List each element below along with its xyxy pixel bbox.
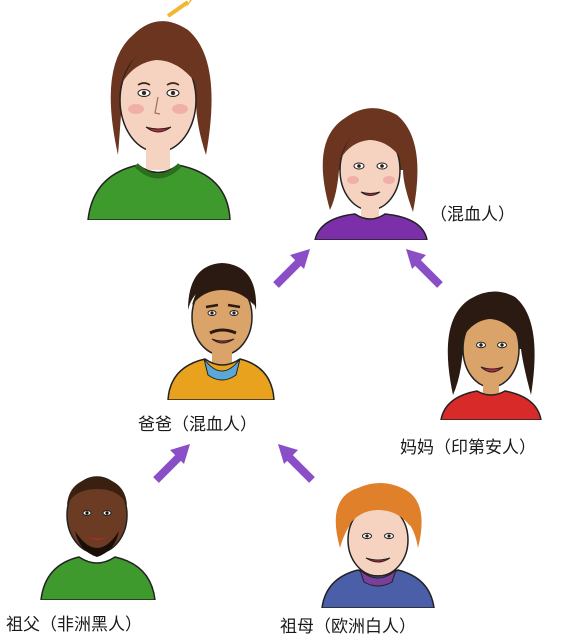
- grandmother-label: 祖母（欧洲白人）: [280, 617, 416, 637]
- portrait-child: [87, 21, 231, 220]
- arrow-father-to-daughter-icon: [273, 249, 310, 288]
- mother-label: 妈妈（印第安人）: [400, 438, 536, 458]
- yellow-arrow-icon: [166, 0, 192, 18]
- portrait-father: [167, 263, 275, 400]
- daughter-label: （混血人）: [430, 205, 515, 225]
- grandfather-label: 祖父（非洲黑人）: [6, 615, 142, 635]
- portrait-daughter: [314, 108, 428, 240]
- portrait-grandmother: [321, 483, 435, 608]
- arrow-grandmother-to-father-icon: [278, 444, 315, 483]
- arrow-mother-to-daughter-icon: [406, 249, 443, 288]
- portrait-mother: [440, 291, 542, 420]
- arrow-grandfather-to-father-icon: [153, 444, 190, 483]
- father-label: 爸爸（混血人）: [138, 415, 257, 435]
- portrait-grandfather: [40, 476, 156, 600]
